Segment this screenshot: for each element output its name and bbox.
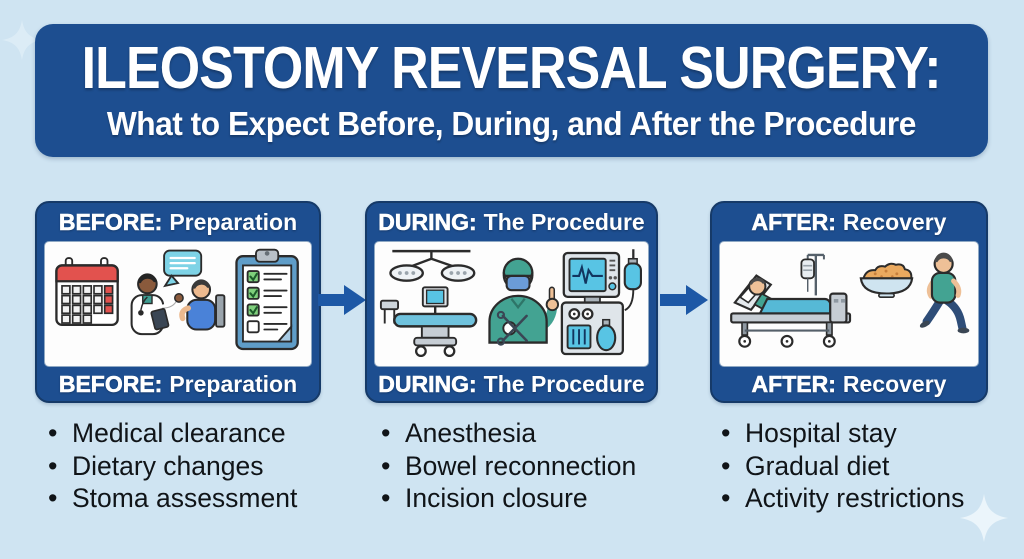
before-bullet-list: Medical clearance Dietary changes Stoma …: [48, 417, 297, 515]
header-banner: ILEOSTOMY REVERSAL SURGERY: What to Expe…: [35, 24, 988, 157]
during-bullet-list: Anesthesia Bowel reconnection Incision c…: [381, 417, 636, 515]
bullet-item: Medical clearance: [48, 417, 297, 450]
bullet-item: Dietary changes: [48, 450, 297, 483]
walking-person-icon: [919, 253, 970, 334]
panel-during-top-title: DURING: The Procedure: [367, 203, 656, 241]
calendar-icon: [55, 257, 119, 327]
checklist-clipboard-icon: [235, 249, 299, 351]
panel-before-top-title: BEFORE: Preparation: [37, 203, 319, 241]
panel-during: DURING: The Procedure: [365, 201, 658, 403]
sparkle-icon: [2, 20, 42, 65]
page-title: ILEOSTOMY REVERSAL SURGERY:: [81, 35, 942, 102]
after-bullet-list: Hospital stay Gradual diet Activity rest…: [721, 417, 964, 515]
hospital-bed-icon: [729, 254, 851, 349]
page-subtitle: What to Expect Before, During, and After…: [106, 104, 917, 142]
panel-title-prefix: AFTER:: [751, 370, 836, 397]
panel-title-label: Recovery: [842, 370, 947, 397]
panel-title-label: Recovery: [842, 208, 947, 235]
panel-before: BEFORE: Preparation: [35, 201, 321, 403]
bullet-item: Incision closure: [381, 482, 636, 515]
food-bowl-icon: [859, 263, 914, 299]
panel-title-prefix: DURING:: [378, 370, 477, 397]
bullet-item: Bowel reconnection: [381, 450, 636, 483]
panel-during-bottom-title: DURING: The Procedure: [367, 367, 656, 401]
panel-after: AFTER: Recovery: [710, 201, 988, 403]
panel-title-prefix: BEFORE:: [58, 208, 163, 235]
doctor-consultation-icon: [130, 250, 226, 336]
panel-title-prefix: DURING:: [378, 208, 477, 235]
bullet-item: Anesthesia: [381, 417, 636, 450]
panel-after-bottom-title: AFTER: Recovery: [712, 367, 986, 401]
bullet-item: Activity restrictions: [721, 482, 964, 515]
panel-title-label: The Procedure: [483, 208, 645, 235]
right-arrow-icon: [656, 283, 712, 317]
surgeon-icon: [488, 258, 560, 347]
panel-title-label: Preparation: [169, 370, 298, 397]
panel-during-illustration: [374, 241, 649, 367]
sparkle-icon: [960, 494, 1008, 547]
bullet-item: Hospital stay: [721, 417, 964, 450]
right-arrow-icon: [317, 283, 367, 317]
panel-title-prefix: AFTER:: [751, 208, 836, 235]
panel-title-label: The Procedure: [483, 370, 645, 397]
panel-title-prefix: BEFORE:: [58, 370, 163, 397]
anesthesia-machine-icon: [560, 249, 643, 356]
operating-table-icon: [380, 250, 478, 358]
panel-after-illustration: [719, 241, 979, 367]
panel-before-illustration: [44, 241, 312, 367]
bullet-item: Stoma assessment: [48, 482, 297, 515]
bullet-item: Gradual diet: [721, 450, 964, 483]
panel-before-bottom-title: BEFORE: Preparation: [37, 367, 319, 401]
panel-title-label: Preparation: [169, 208, 298, 235]
panel-after-top-title: AFTER: Recovery: [712, 203, 986, 241]
